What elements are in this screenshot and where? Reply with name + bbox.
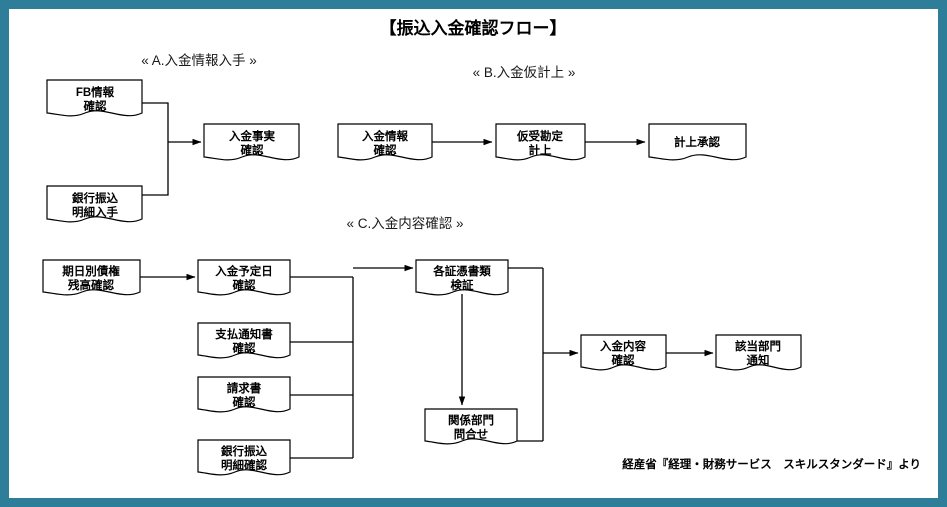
node-c1-line1: 期日別債権 <box>62 264 120 278</box>
node-c4-line1: 請求書 <box>227 381 262 395</box>
node-c2-line2: 確認 <box>233 278 256 292</box>
node-c3-line1: 支払通知書 <box>214 327 273 341</box>
node-c7-line2: 問合せ <box>454 427 489 441</box>
node-c6-line1: 各証憑書類 <box>432 264 491 278</box>
node-b2-line2: 計上 <box>529 143 552 157</box>
diagram-frame: 【振込入金確認フロー】 « A.入金情報入手 » « B.入金仮計上 » « C… <box>9 9 938 498</box>
source-credit: 経産省『経理・財務サービス スキルスタンダード』より <box>622 457 921 471</box>
node-c8-line2: 確認 <box>612 353 635 367</box>
node-c2[interactable]: 入金予定日 確認 <box>197 259 291 296</box>
node-c3[interactable]: 支払通知書 確認 <box>197 322 291 359</box>
node-c7[interactable]: 関係部門 問合せ <box>424 408 518 445</box>
node-b3-line1: 計上承認 <box>674 135 720 149</box>
node-c2-line1: 入金予定日 <box>215 264 273 278</box>
node-c7-line1: 関係部門 <box>448 413 494 427</box>
node-b2-line1: 仮受勘定 <box>516 129 563 143</box>
section-label-b: « B.入金仮計上 » <box>473 65 576 80</box>
node-c5[interactable]: 銀行振込 明細確認 <box>197 439 291 476</box>
node-a1[interactable]: FB情報 確認 <box>46 79 143 117</box>
node-a2-line2: 明細入手 <box>72 205 118 219</box>
node-c9-line1: 該当部門 <box>735 339 781 353</box>
node-c8-line1: 入金内容 <box>600 339 646 353</box>
node-c4[interactable]: 請求書 確認 <box>197 376 291 413</box>
section-label-c: « C.入金内容確認 » <box>346 215 463 231</box>
node-a1-line2: 確認 <box>84 99 107 113</box>
node-b1-line1: 入金情報 <box>362 129 408 143</box>
node-c9-line2: 通知 <box>747 353 770 367</box>
node-b3[interactable]: 計上承認 <box>648 123 747 161</box>
node-c4-line2: 確認 <box>233 395 256 409</box>
node-c1[interactable]: 期日別債権 残高確認 <box>42 259 141 296</box>
edge-a2-a3 <box>142 142 169 196</box>
node-a3[interactable]: 入金事実 確認 <box>203 123 300 161</box>
node-c5-line1: 銀行振込 <box>221 444 267 458</box>
node-b2[interactable]: 仮受勘定 計上 <box>495 123 586 161</box>
section-label-a: « A.入金情報入手 » <box>141 53 257 68</box>
node-a2-line1: 銀行振込 <box>72 191 118 205</box>
node-b1[interactable]: 入金情報 確認 <box>337 123 433 161</box>
node-c1-line2: 残高確認 <box>68 278 114 292</box>
flowchart-canvas: 【振込入金確認フロー】 « A.入金情報入手 » « B.入金仮計上 » « C… <box>42 18 921 476</box>
node-b1-line2: 確認 <box>374 143 397 157</box>
node-c8[interactable]: 入金内容 確認 <box>580 334 667 371</box>
node-c6[interactable]: 各証憑書類 検証 <box>415 259 509 296</box>
edge-a1-a3 <box>142 102 169 142</box>
node-c6-line2: 検証 <box>451 278 474 292</box>
node-a2[interactable]: 銀行振込 明細入手 <box>46 185 143 223</box>
node-a3-line2: 確認 <box>241 143 264 157</box>
node-c3-line2: 確認 <box>233 341 256 355</box>
node-c9[interactable]: 該当部門 通知 <box>715 334 802 371</box>
node-a3-line1: 入金事実 <box>229 129 275 143</box>
page-title: 【振込入金確認フロー】 <box>380 18 567 38</box>
node-a1-line1: FB情報 <box>76 85 115 99</box>
node-c5-line2: 明細確認 <box>221 458 267 472</box>
